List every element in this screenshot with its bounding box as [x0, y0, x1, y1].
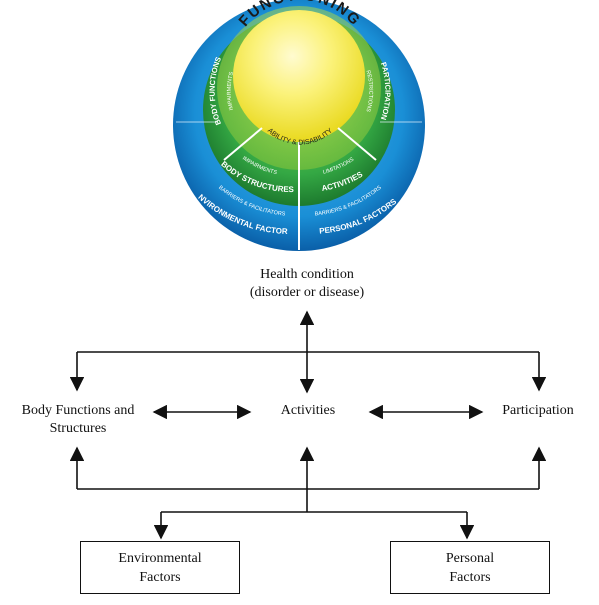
core-functioning-sphere [233, 10, 365, 142]
body-functions-node-line2: Structures [49, 421, 107, 436]
participation-qualifier: RESTRICTIONS [364, 70, 373, 113]
health-condition-sublabel: (disorder or disease) [249, 285, 365, 300]
participation-node: Participation [488, 402, 588, 420]
body-functions-qualifier: IMPAIRMENTS [227, 71, 236, 111]
segment-divider-lower-right [337, 127, 377, 161]
activities-node-label: Activities [280, 403, 336, 418]
segment-divider-lower-left [223, 127, 263, 161]
participation-node-label: Participation [502, 403, 574, 418]
activities-node: Activities [258, 402, 358, 420]
health-condition-node: Health condition (disorder or disease) [214, 266, 400, 302]
body-functions-structures-node: Body Functions and Structures [12, 402, 144, 438]
functioning-circle-diagram: FUNCTIONING ABILITY & DISABILITY IMPAIRM… [0, 0, 425, 251]
personal-factors-line2: Factors [449, 569, 491, 585]
personal-factors-line1: Personal [445, 550, 495, 566]
environmental-factors-box: Environmental Factors [80, 541, 240, 594]
body-functions-node-line1: Body Functions and [21, 403, 135, 418]
personal-factors-box: Personal Factors [390, 541, 550, 594]
participation-label: PARTICIPATION [379, 61, 393, 121]
health-condition-label: Health condition [260, 267, 354, 282]
environmental-factors-line1: Environmental [118, 550, 202, 566]
environmental-factors-line2: Factors [139, 569, 181, 585]
